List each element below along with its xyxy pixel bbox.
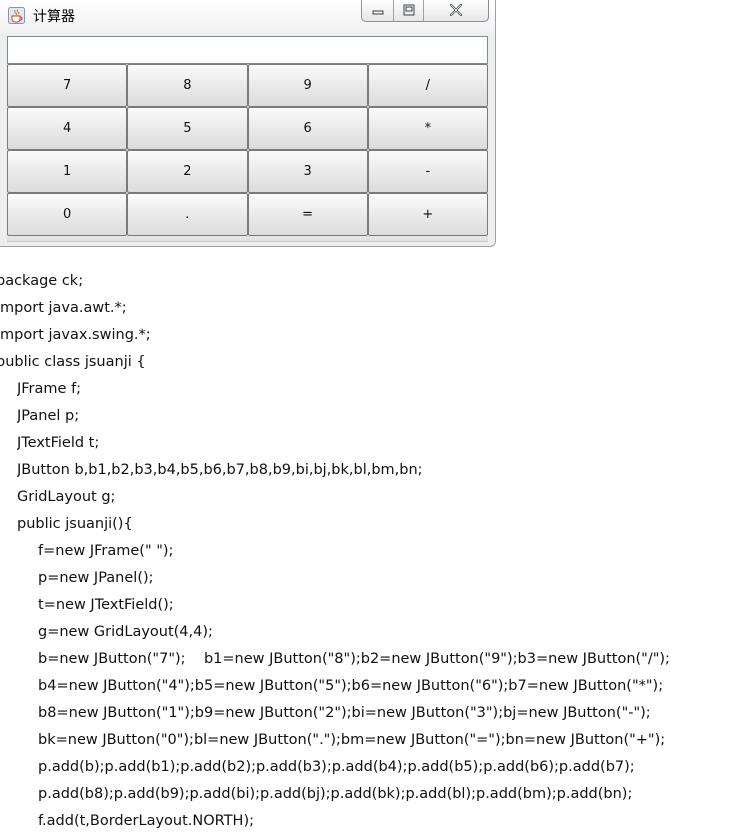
code-line: p=new JPanel(); <box>38 570 154 586</box>
maximize-icon <box>403 1 415 20</box>
key-2-button[interactable]: 2 <box>127 150 248 193</box>
minimize-icon <box>372 1 384 20</box>
maximize-button[interactable] <box>394 0 424 21</box>
close-button[interactable] <box>424 0 488 21</box>
code-line: import java.awt.*; <box>0 300 127 316</box>
code-line: JTextField t; <box>17 435 100 451</box>
decimal-point-button[interactable]: . <box>127 193 248 236</box>
minimize-button[interactable] <box>362 0 394 21</box>
code-line: b=new JButton("7"); b1=new JButton("8");… <box>38 651 670 667</box>
code-line: JFrame f; <box>17 381 82 397</box>
java-cup-icon <box>8 7 25 24</box>
keypad-grid: 7 8 9 / 4 5 6 * 1 2 3 - 0 . = + <box>7 64 488 236</box>
code-line: bk=new JButton("0");bl=new JButton(".");… <box>38 732 666 748</box>
code-line: g=new GridLayout(4,4); <box>38 624 213 640</box>
key-1-button[interactable]: 1 <box>7 150 128 193</box>
window-controls <box>361 0 489 22</box>
code-line: import javax.swing.*; <box>0 327 151 343</box>
code-line: JPanel p; <box>17 408 80 424</box>
key-9-button[interactable]: 9 <box>247 64 368 107</box>
divide-button[interactable]: / <box>367 64 488 107</box>
add-button[interactable]: + <box>367 193 488 236</box>
subtract-button[interactable]: - <box>367 150 488 193</box>
window-bottom-edge <box>7 236 488 242</box>
key-8-button[interactable]: 8 <box>127 64 248 107</box>
code-listing: package ck; import java.awt.*; import ja… <box>0 268 738 835</box>
code-line: GridLayout g; <box>17 489 116 505</box>
key-5-button[interactable]: 5 <box>127 107 248 150</box>
code-line: b4=new JButton("4");b5=new JButton("5");… <box>38 678 664 694</box>
key-0-button[interactable]: 0 <box>7 193 128 236</box>
code-line: public class jsuanji { <box>0 354 146 370</box>
title-bar[interactable]: 计算器 <box>0 0 495 33</box>
calculator-window: 计算器 7 8 9 / 4 5 6 <box>0 0 496 247</box>
code-line: f.add(t,BorderLayout.NORTH); <box>38 813 254 829</box>
key-7-button[interactable]: 7 <box>7 64 128 107</box>
display-text-field[interactable] <box>7 36 488 64</box>
key-3-button[interactable]: 3 <box>247 150 368 193</box>
code-line: public jsuanji(){ <box>17 516 133 532</box>
equals-button[interactable]: = <box>247 193 368 236</box>
code-line: f=new JFrame(" "); <box>38 543 174 559</box>
key-4-button[interactable]: 4 <box>7 107 128 150</box>
code-line: t=new JTextField(); <box>38 597 174 613</box>
multiply-button[interactable]: * <box>367 107 488 150</box>
code-line: b8=new JButton("1");b9=new JButton("2");… <box>38 705 651 721</box>
code-line: p.add(b8);p.add(b9);p.add(bi);p.add(bj);… <box>38 786 633 802</box>
key-6-button[interactable]: 6 <box>247 107 368 150</box>
window-title: 计算器 <box>33 9 75 25</box>
close-icon <box>448 1 464 20</box>
code-line: p.add(b);p.add(b1);p.add(b2);p.add(b3);p… <box>38 759 635 775</box>
code-line: package ck; <box>0 273 84 289</box>
code-line: JButton b,b1,b2,b3,b4,b5,b6,b7,b8,b9,bi,… <box>17 462 423 478</box>
